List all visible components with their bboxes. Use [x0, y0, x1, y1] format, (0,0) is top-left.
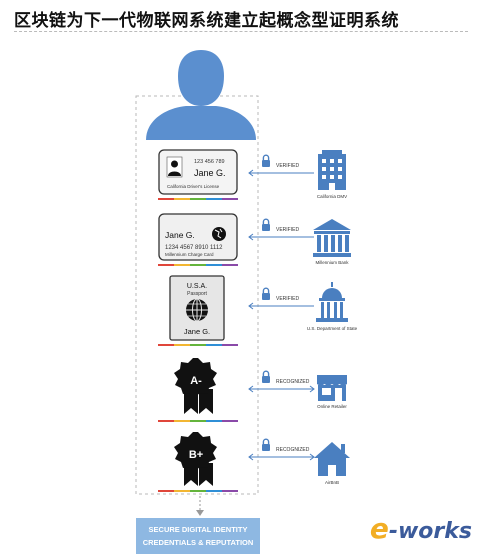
- globe-icon: [186, 298, 208, 322]
- lock-icon: [261, 287, 271, 301]
- entity-label: Millennium Bank: [315, 260, 349, 265]
- title-divider: [14, 31, 468, 32]
- charge-holder-name: Jane G.: [165, 230, 195, 240]
- color-stripe: [158, 264, 238, 266]
- capitol-icon: [316, 282, 348, 322]
- storefront-icon: [317, 375, 347, 401]
- link-label: RECOGNIZED: [276, 447, 310, 453]
- award-ribbon-icon: A-: [174, 358, 217, 414]
- eworks-watermark: e-works: [369, 512, 472, 545]
- passport-country: U.S.A.: [187, 283, 207, 290]
- office-building-icon: [318, 150, 346, 190]
- charge-card: Jane G. 1234 4567 8910 1112 Millennium C…: [158, 213, 238, 261]
- link-label: VERIFIED: [276, 227, 299, 233]
- entity-label: U.S. Department of State: [307, 326, 358, 331]
- passport-card: U.S.A. Passport Jane G.: [169, 275, 225, 341]
- badge-grade: B+: [189, 449, 203, 461]
- output-line-1: SECURE DIGITAL IDENTITY: [149, 525, 248, 534]
- link-label: VERIFIED: [276, 296, 299, 302]
- connector-arrows: [248, 169, 315, 461]
- lock-icon: [261, 370, 271, 384]
- award-ribbon-icon: B+: [174, 432, 217, 486]
- passport-holder-name: Jane G.: [184, 327, 210, 336]
- entity-label: California DMV: [317, 194, 347, 199]
- license-holder-name: Jane G.: [194, 168, 226, 178]
- entity-label: Online Retailer: [317, 404, 347, 409]
- charge-card-caption: Millennium Charge Card: [165, 252, 214, 257]
- id-photo-icon: [171, 160, 178, 168]
- lock-icon: [261, 154, 271, 168]
- house-icon: [314, 442, 350, 476]
- license-caption: California Driver's License: [167, 184, 220, 189]
- license-number: 123 456 789: [194, 159, 225, 165]
- color-stripe: [158, 344, 238, 346]
- drivers-license-card: 123 456 789 Jane G. California Driver's …: [158, 149, 238, 195]
- link-label: RECOGNIZED: [276, 379, 310, 385]
- color-stripe: [158, 490, 238, 492]
- link-label: VERIFIED: [276, 163, 299, 169]
- output-arrow-head: [196, 510, 204, 516]
- passport-type: Passport: [187, 291, 207, 297]
- output-line-2: CREDENTIALS & REPUTATION: [143, 538, 254, 547]
- page-title: 区块链为下一代物联网系统建立起概念型证明系统: [14, 11, 399, 31]
- color-stripe: [158, 420, 238, 422]
- lock-icon: [261, 218, 271, 232]
- bank-icon: [313, 219, 351, 257]
- lock-icon: [261, 438, 271, 452]
- output-box: [136, 518, 260, 554]
- person-avatar-icon: [146, 50, 256, 140]
- badge-grade: A-: [190, 375, 202, 387]
- entity-label: AirBnB: [325, 480, 339, 485]
- color-stripe: [158, 198, 238, 200]
- charge-card-number: 1234 4567 8910 1112: [165, 245, 223, 251]
